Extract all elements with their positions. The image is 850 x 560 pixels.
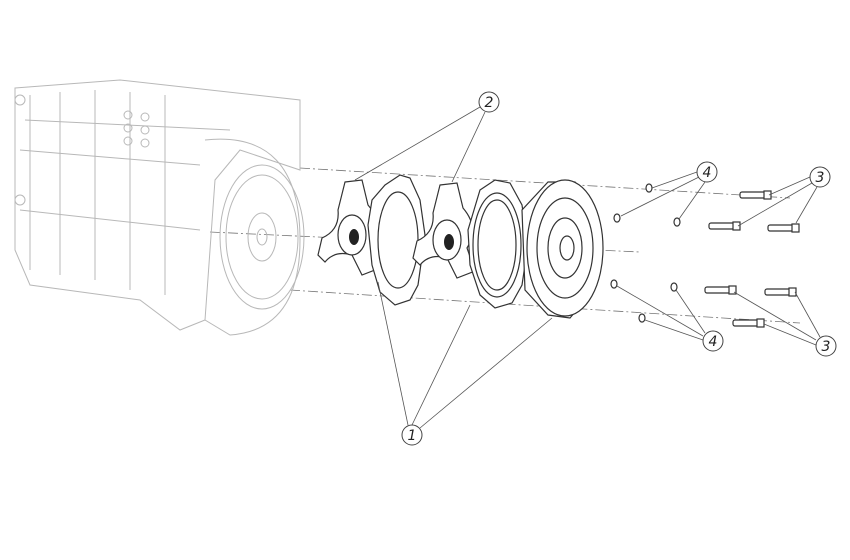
engine-cylinder-bosses bbox=[14, 94, 150, 206]
callout-3-top: 3 bbox=[809, 166, 831, 188]
bolts bbox=[704, 190, 800, 328]
callout-3-bottom-label: 3 bbox=[822, 339, 831, 355]
callout-2: 2 bbox=[478, 91, 500, 113]
leader-lines bbox=[354, 106, 821, 429]
friction-disc-1 bbox=[317, 179, 381, 276]
intermediate-plate bbox=[467, 179, 529, 309]
callout-3-bottom: 3 bbox=[815, 335, 837, 357]
floater-plate bbox=[367, 174, 426, 306]
engine-block bbox=[14, 79, 305, 336]
callout-4-top-label: 4 bbox=[703, 165, 712, 181]
callout-2-label: 2 bbox=[485, 95, 494, 111]
pressure-plate bbox=[521, 179, 604, 319]
flywheel bbox=[219, 164, 305, 310]
callout-4-bottom: 4 bbox=[702, 330, 724, 352]
callout-1-label: 1 bbox=[408, 428, 417, 444]
callout-1: 1 bbox=[401, 424, 423, 446]
callout-4-top: 4 bbox=[696, 161, 718, 183]
callout-3-top-label: 3 bbox=[816, 170, 825, 186]
callout-4-bottom-label: 4 bbox=[709, 334, 718, 350]
washers bbox=[610, 183, 681, 323]
